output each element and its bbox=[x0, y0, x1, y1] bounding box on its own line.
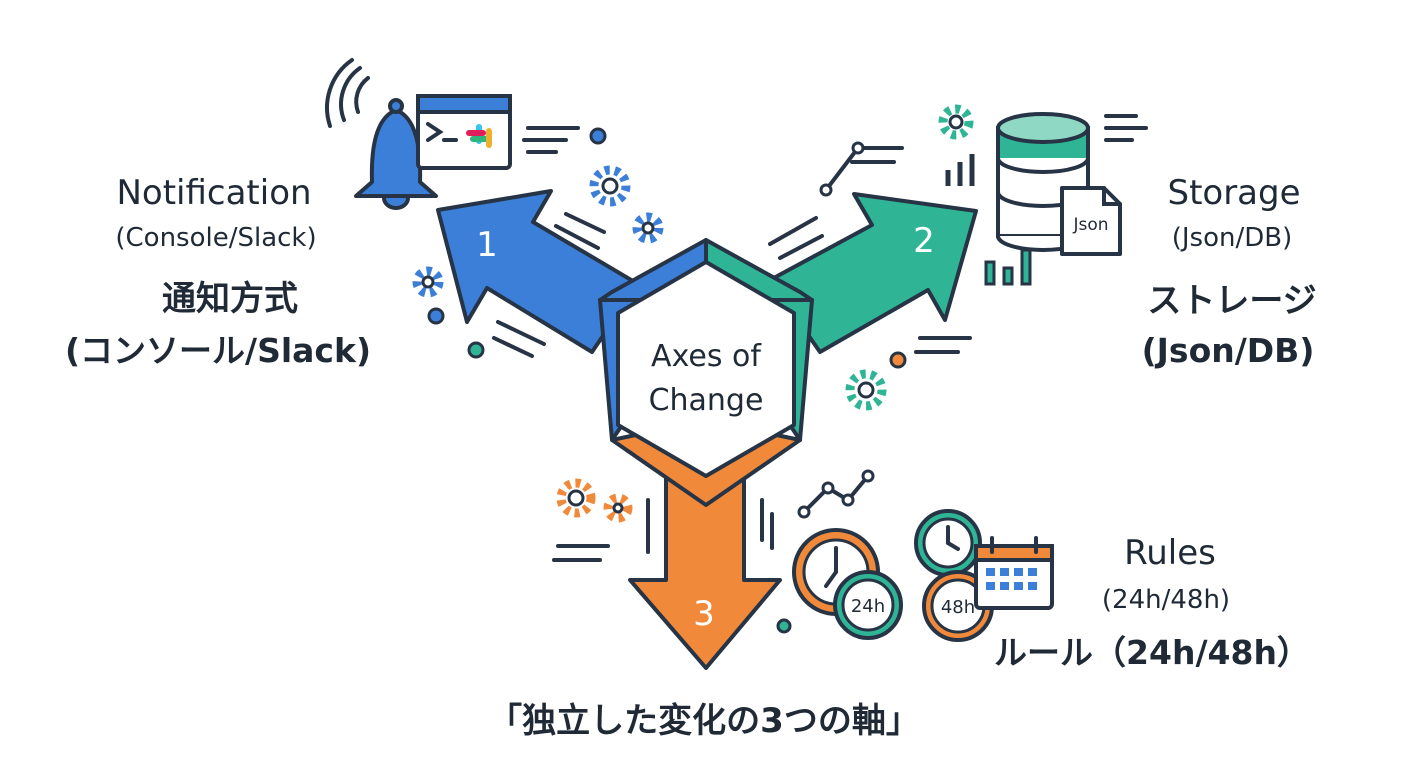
label-notification: Notification (Console/Slack) 通知方式 (コンソール… bbox=[65, 173, 371, 370]
bar-chart-icon bbox=[945, 154, 1032, 286]
notification-title: Notification bbox=[116, 173, 311, 213]
label-rules: Rules (24h/48h) ルール（24h/48h） bbox=[994, 533, 1310, 672]
slack-logo-icon bbox=[466, 124, 492, 148]
arrow-notification: 1 bbox=[436, 189, 640, 354]
decor-lines bbox=[492, 114, 1148, 562]
gear-icon bbox=[412, 165, 664, 298]
trend-node-icon bbox=[797, 141, 875, 519]
gear-hubs bbox=[421, 114, 964, 514]
rules-title: Rules bbox=[1124, 533, 1216, 573]
clock-icon: 24h 48h bbox=[792, 509, 994, 642]
arrow-number-2: 2 bbox=[913, 221, 935, 261]
terminal-window-icon bbox=[416, 94, 512, 170]
hub-line-1: Axes of bbox=[651, 339, 762, 374]
storage-jp-subtitle: (Json/DB) bbox=[1142, 331, 1315, 370]
storage-subtitle: (Json/DB) bbox=[1172, 223, 1293, 253]
arrow-storage: 2 bbox=[768, 192, 978, 354]
rules-subtitle: (24h/48h) bbox=[1102, 585, 1230, 615]
gear-icon-teal bbox=[845, 104, 974, 411]
hub-line-2: Change bbox=[649, 383, 764, 418]
notification-jp-title: 通知方式 bbox=[162, 279, 298, 319]
decor-dots bbox=[427, 127, 907, 634]
diagram-caption: 「独立した変化の3つの軸」 bbox=[488, 701, 920, 741]
rules-jp-title: ルール（24h/48h） bbox=[994, 633, 1310, 672]
label-storage: Storage (Json/DB) ストレージ (Json/DB) bbox=[1142, 173, 1317, 370]
storage-title: Storage bbox=[1167, 173, 1300, 213]
hub-hexagon bbox=[616, 260, 796, 478]
arrow-number-3: 3 bbox=[693, 594, 715, 634]
storage-jp-title: ストレージ bbox=[1147, 281, 1316, 321]
clock-label-48h: 48h bbox=[941, 597, 975, 618]
notification-subtitle: (Console/Slack) bbox=[115, 223, 316, 253]
gear-icon-orange bbox=[556, 478, 633, 523]
arrow-number-1: 1 bbox=[476, 225, 498, 265]
bell-icon bbox=[325, 58, 438, 210]
hub: Axes of Change bbox=[598, 238, 814, 507]
notification-jp-subtitle: (コンソール/Slack) bbox=[65, 331, 371, 370]
json-file-icon: Json bbox=[1060, 186, 1122, 256]
clock-label-24h: 24h bbox=[851, 596, 885, 617]
calendar-icon bbox=[974, 536, 1054, 610]
json-file-label: Json bbox=[1072, 215, 1108, 235]
